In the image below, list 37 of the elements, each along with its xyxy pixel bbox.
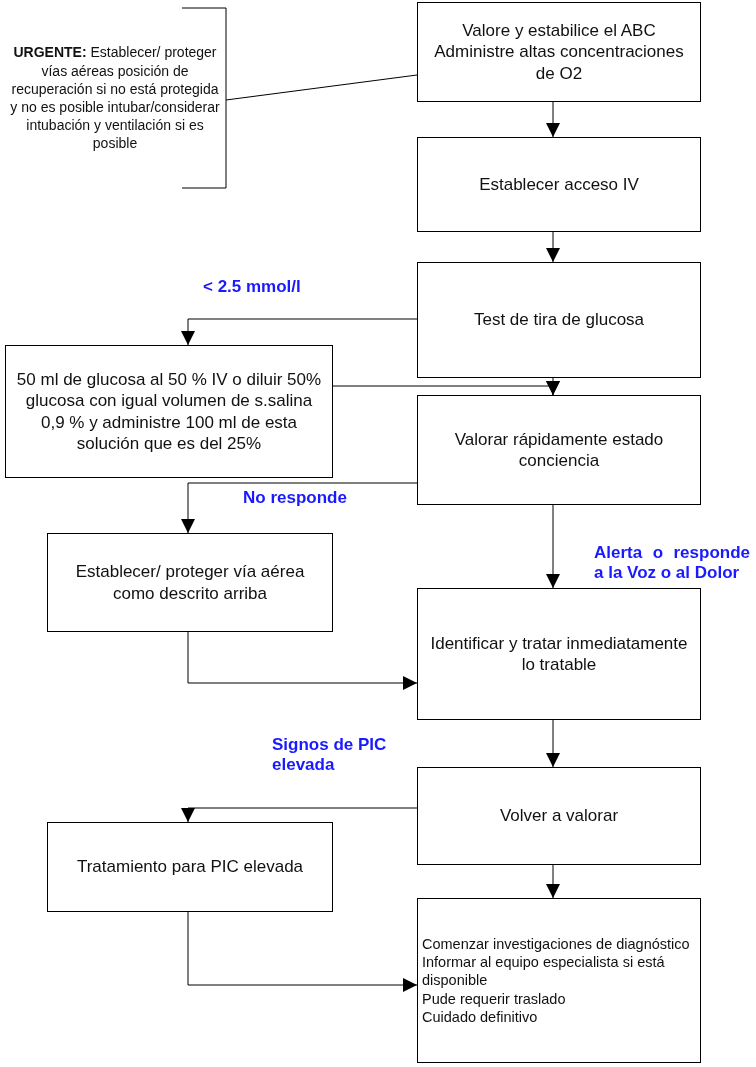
process-box bbox=[417, 588, 701, 720]
arrow bbox=[546, 719, 560, 768]
arrow bbox=[546, 377, 560, 396]
node-text: 50 ml de glucosa al 50 % IV o diluir 50% glucosa con igual volumen de s.salina 0,9 % y administre 100 ml de esta solución que es del 25% bbox=[15, 369, 323, 454]
process-box bbox=[417, 137, 701, 232]
arrow bbox=[181, 318, 418, 346]
node-text: Test de tira de glucosa bbox=[473, 309, 645, 331]
process-box bbox=[417, 395, 701, 505]
node-text: Volver a valorar bbox=[499, 805, 619, 827]
node-text: Valorar rápidamente estado conciencia bbox=[453, 428, 665, 472]
node-text: Informar al equipo especialista si está disponible bbox=[422, 953, 666, 990]
node-text: Identificar y tratar inmediatamente lo tratable bbox=[429, 632, 689, 676]
process-box bbox=[417, 262, 701, 378]
node-text: Establecer/ proteger vía aérea como descrito arriba bbox=[74, 561, 306, 604]
connector-line bbox=[225, 74, 418, 101]
node-text: Cuidado definitivo bbox=[422, 1007, 538, 1026]
arrow bbox=[181, 482, 418, 534]
arrow bbox=[546, 504, 560, 589]
arrow bbox=[546, 101, 560, 138]
arrow bbox=[181, 807, 418, 823]
process-box bbox=[47, 533, 333, 632]
node-text: Establecer acceso IV bbox=[479, 173, 639, 196]
node-text: Pude requerir traslado bbox=[422, 989, 566, 1008]
arrow bbox=[187, 911, 418, 992]
process-box bbox=[47, 822, 333, 912]
arrow bbox=[187, 631, 418, 690]
node-text: Valore y estabilice el ABC bbox=[462, 20, 656, 42]
process-box bbox=[417, 898, 701, 1063]
node-text: Tratamiento para PIC elevada bbox=[76, 856, 304, 878]
arrow bbox=[546, 864, 560, 899]
node-text: URGENTE: Establecer/ proteger vías aéreas posición de recuperación si no está protegida y no es posible intubar/considerar intubación y ventilación si es posible bbox=[10, 43, 220, 153]
process-box bbox=[417, 2, 701, 102]
process-box bbox=[417, 767, 701, 865]
arrow bbox=[546, 231, 560, 263]
process-box bbox=[5, 345, 333, 478]
node-text: Administre altas concentraciones de O2 bbox=[433, 41, 685, 84]
node-text: Comenzar investigaciones de diagnóstico bbox=[422, 935, 690, 954]
